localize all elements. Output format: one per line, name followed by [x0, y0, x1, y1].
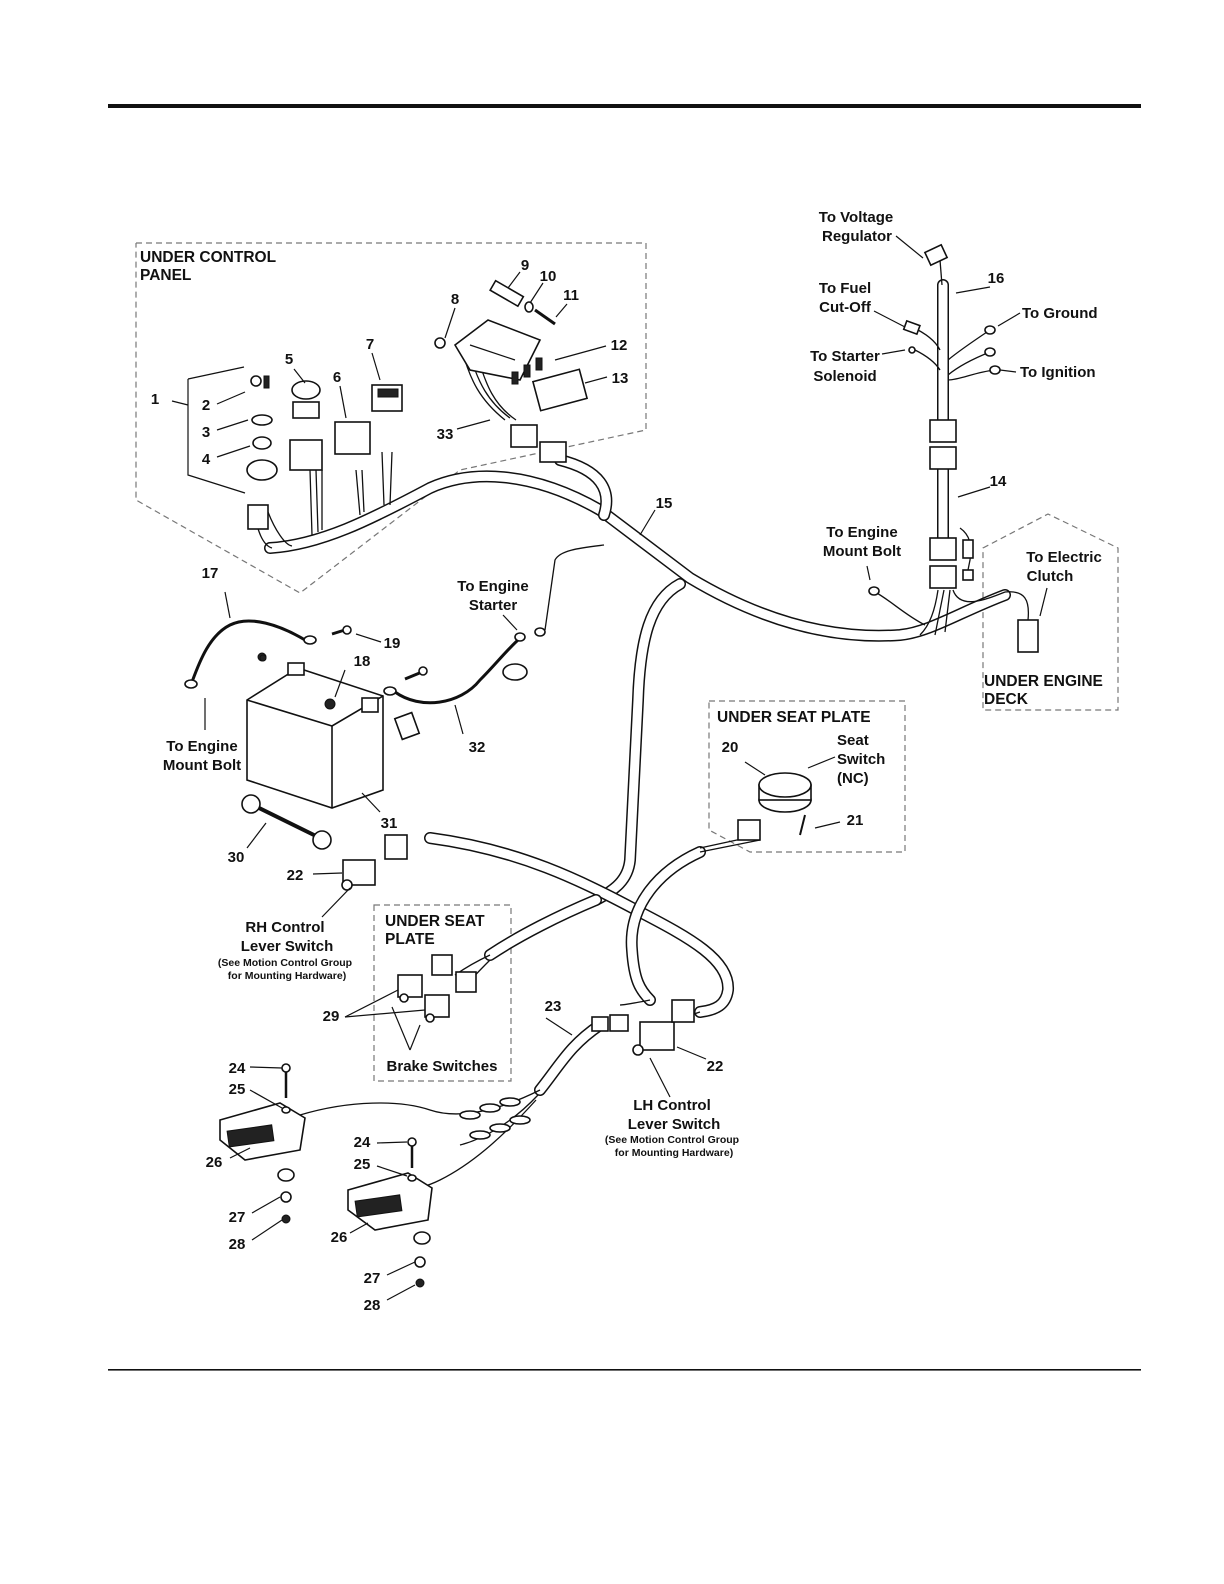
callout-29: 29 — [323, 1008, 340, 1025]
under-engine-deck-region — [982, 513, 1119, 711]
callout-9: 9 — [521, 257, 529, 274]
label-rh-control-2: Lever Switch — [241, 938, 334, 955]
region-under-control-panel-line1: UNDER CONTROL — [140, 249, 276, 266]
callout-17: 17 — [202, 565, 219, 582]
control-panel-parts — [246, 279, 589, 530]
callout-4: 4 — [202, 451, 211, 468]
battery-hold-down — [241, 794, 332, 850]
label-voltage-regulator-2: Regulator — [822, 228, 892, 245]
seat-switch — [737, 772, 812, 841]
light-assemblies — [219, 1063, 531, 1288]
label-seat-switch-3: (NC) — [837, 770, 869, 787]
callout-25-right: 25 — [354, 1156, 371, 1173]
region-under-engine-deck-line1: UNDER ENGINE — [984, 673, 1103, 690]
callout-30: 30 — [228, 849, 245, 866]
label-rh-control-4: for Mounting Hardware) — [228, 970, 346, 982]
callout-13: 13 — [612, 370, 629, 387]
label-rh-control-1: RH Control — [245, 919, 324, 936]
callout-16: 16 — [988, 270, 1005, 287]
under-control-panel-region — [135, 242, 647, 594]
label-starter-solenoid-1: To Starter — [810, 348, 880, 365]
label-ground: To Ground — [1022, 305, 1098, 322]
region-under-seat-plate-line2: PLATE — [385, 931, 435, 948]
callout-26-right: 26 — [331, 1229, 348, 1246]
callout-22-lh: 22 — [707, 1058, 724, 1075]
battery — [246, 652, 384, 809]
region-under-seat-plate-line1: UNDER SEAT — [385, 913, 485, 930]
label-voltage-regulator-1: To Voltage — [819, 209, 893, 226]
leader-lines — [171, 235, 1048, 1301]
callout-33: 33 — [437, 426, 454, 443]
label-seat-switch-1: Seat — [837, 732, 869, 749]
label-engine-mount-left-1: To Engine — [166, 738, 237, 755]
callout-5: 5 — [285, 351, 293, 368]
engine-connectors — [868, 243, 1039, 653]
callout-25-left: 25 — [229, 1081, 246, 1098]
callout-7: 7 — [366, 336, 374, 353]
label-lh-control-2: Lever Switch — [628, 1116, 721, 1133]
callout-12: 12 — [611, 337, 628, 354]
under-seat-plate-lower-region — [373, 904, 512, 1082]
top-rule — [108, 104, 1141, 108]
label-rh-control-3: (See Motion Control Group — [218, 957, 352, 969]
callout-28-right: 28 — [364, 1297, 381, 1314]
callout-27-right: 27 — [364, 1270, 381, 1287]
callout-24-right: 24 — [354, 1134, 371, 1151]
region-under-engine-deck-line2: DECK — [984, 691, 1029, 708]
label-starter-solenoid-2: Solenoid — [813, 368, 876, 385]
callout-2: 2 — [202, 397, 210, 414]
callout-18: 18 — [354, 653, 371, 670]
callout-26-left: 26 — [206, 1154, 223, 1171]
label-engine-mount-right-2: Mount Bolt — [823, 543, 901, 560]
label-brake-switches: Brake Switches — [387, 1058, 498, 1075]
label-fuel-cutoff-2: Cut-Off — [819, 299, 872, 316]
bolts — [259, 625, 428, 681]
label-engine-starter-2: Starter — [469, 597, 518, 614]
callout-3: 3 — [202, 424, 210, 441]
region-under-seat-plate-top: UNDER SEAT PLATE — [717, 709, 871, 726]
harness-23 — [299, 1019, 606, 1196]
label-engine-mount-right-1: To Engine — [826, 524, 897, 541]
label-fuel-cutoff-1: To Fuel — [819, 280, 871, 297]
callout-6: 6 — [333, 369, 341, 386]
battery-cables — [184, 619, 546, 705]
callout-28-left: 28 — [229, 1236, 246, 1253]
main-harness-15 — [264, 454, 1011, 1018]
callout-22-rh: 22 — [287, 867, 304, 884]
label-lh-control-1: LH Control — [633, 1097, 710, 1114]
callout-24-left: 24 — [229, 1060, 246, 1077]
starter-boot — [502, 663, 528, 681]
callout-14: 14 — [990, 473, 1007, 490]
callout-15: 15 — [656, 495, 673, 512]
callout-32: 32 — [469, 739, 486, 756]
callout-21: 21 — [847, 812, 864, 829]
label-engine-starter-1: To Engine — [457, 578, 528, 595]
callout-10: 10 — [540, 268, 557, 285]
terminal-boot — [393, 711, 421, 741]
callout-19: 19 — [384, 635, 401, 652]
label-electric-clutch-2: Clutch — [1027, 568, 1074, 585]
region-under-control-panel-line2: PANEL — [140, 267, 191, 284]
callout-31: 31 — [381, 815, 398, 832]
label-lh-control-4: for Mounting Hardware) — [615, 1147, 733, 1159]
label-electric-clutch-1: To Electric — [1026, 549, 1102, 566]
callout-11: 11 — [563, 287, 579, 304]
callout-27-left: 27 — [229, 1209, 246, 1226]
callout-23: 23 — [545, 998, 562, 1015]
harness-16-14 — [919, 279, 1006, 636]
under-seat-plate-top-region — [708, 700, 906, 853]
callout-1: 1 — [151, 391, 159, 408]
label-seat-switch-2: Switch — [837, 751, 885, 768]
label-lh-control-3: (See Motion Control Group — [605, 1134, 739, 1146]
callout-20: 20 — [722, 739, 739, 756]
switches — [341, 834, 695, 1056]
bottom-rule — [108, 1369, 1141, 1371]
label-ignition: To Ignition — [1020, 364, 1096, 381]
label-engine-mount-left-2: Mount Bolt — [163, 757, 241, 774]
callout-8: 8 — [451, 291, 459, 308]
